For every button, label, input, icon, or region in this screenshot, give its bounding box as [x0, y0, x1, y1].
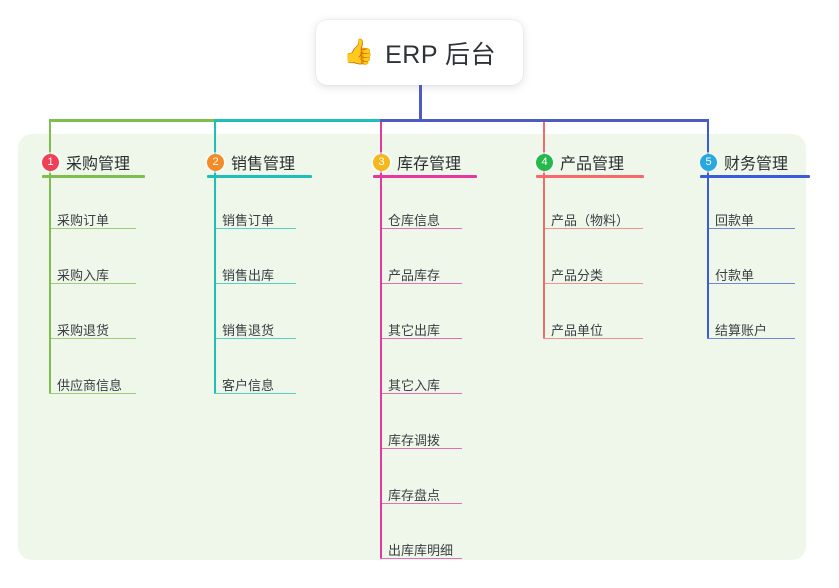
branch-item[interactable]: 其它出库: [388, 323, 441, 338]
branch-item[interactable]: 销售出库: [222, 268, 275, 283]
branch-item[interactable]: 出库库明细: [388, 543, 454, 558]
branch-header-2[interactable]: 2 销售管理: [207, 150, 295, 174]
branch-item-rule: [214, 393, 296, 395]
branch-spine-4: [543, 178, 545, 338]
branch-item-rule: [707, 283, 795, 285]
branch-drop-connector-2: [214, 119, 217, 177]
branch-item[interactable]: 库存盘点: [388, 488, 441, 503]
branch-item-rule: [49, 338, 136, 340]
branch-title-label: 产品管理: [560, 156, 625, 173]
branch-bus-segment-5: [707, 119, 710, 122]
branch-header-rule-1: [42, 175, 145, 178]
branch-item[interactable]: 采购入库: [57, 268, 110, 283]
branch-item[interactable]: 供应商信息: [57, 378, 123, 393]
branch-header-3[interactable]: 3 库存管理: [373, 150, 461, 174]
branch-item-rule: [49, 228, 136, 230]
branch-item-rule: [543, 283, 643, 285]
branch-item-rule: [707, 228, 795, 230]
branch-spine-1: [49, 178, 51, 393]
branch-item[interactable]: 其它入库: [388, 378, 441, 393]
branch-number-badge: 4: [536, 153, 553, 171]
branch-item[interactable]: 库存调拨: [388, 433, 441, 448]
branch-item-rule: [380, 558, 462, 560]
branch-item[interactable]: 仓库信息: [388, 213, 441, 228]
branch-item-rule: [380, 228, 462, 230]
branch-header-rule-4: [536, 175, 644, 178]
branch-item-rule: [214, 338, 296, 340]
branch-header-5[interactable]: 5 财务管理: [700, 150, 788, 174]
branch-item-rule: [543, 338, 643, 340]
branch-header-rule-2: [207, 175, 312, 178]
branch-header-4[interactable]: 4 产品管理: [536, 150, 624, 174]
thumbs-up-icon: 👍: [342, 38, 375, 66]
branch-spine-2: [214, 178, 216, 393]
branch-item-rule: [380, 448, 462, 450]
branch-item[interactable]: 客户信息: [222, 378, 275, 393]
branch-item[interactable]: 回款单: [715, 213, 755, 228]
branch-number-badge: 2: [207, 153, 224, 171]
branch-item-rule: [214, 228, 296, 230]
branch-item[interactable]: 付款单: [715, 268, 755, 283]
branch-drop-connector-1: [49, 119, 52, 177]
branch-item-rule: [49, 393, 136, 395]
branch-number-badge: 5: [700, 153, 717, 171]
branch-item-rule: [380, 283, 462, 285]
branch-number-badge: 1: [42, 153, 59, 171]
branch-title-label: 财务管理: [724, 156, 789, 173]
branch-item[interactable]: 产品库存: [388, 268, 441, 283]
branch-spine-3: [380, 178, 382, 558]
branch-header-rule-5: [700, 175, 810, 178]
branch-item[interactable]: 采购退货: [57, 323, 110, 338]
root-trunk-connector: [419, 85, 422, 122]
branch-item-rule: [49, 283, 136, 285]
branch-item[interactable]: 结算账户: [715, 323, 768, 338]
branch-drop-connector-5: [707, 119, 710, 177]
branch-drop-connector-3: [380, 119, 383, 177]
branch-item[interactable]: 采购订单: [57, 213, 110, 228]
branch-title-label: 库存管理: [397, 156, 462, 173]
branch-spine-5: [707, 178, 709, 338]
branch-header-rule-3: [373, 175, 477, 178]
branch-item-rule: [707, 338, 795, 340]
branch-title-label: 销售管理: [231, 156, 296, 173]
branch-item-rule: [380, 393, 462, 395]
branch-item[interactable]: 销售退货: [222, 323, 275, 338]
branch-item-rule: [543, 228, 643, 230]
branch-item-rule: [380, 503, 462, 505]
branch-bus-segment-2: [214, 119, 383, 122]
branch-item[interactable]: 产品分类: [551, 268, 604, 283]
branch-item-rule: [214, 283, 296, 285]
branch-header-1[interactable]: 1 采购管理: [42, 150, 130, 174]
root-node[interactable]: 👍 ERP 后台: [316, 20, 523, 85]
branch-item[interactable]: 产品单位: [551, 323, 604, 338]
branch-bus-segment-4: [543, 119, 710, 122]
branch-bus-segment-1: [49, 119, 217, 122]
branch-title-label: 采购管理: [66, 156, 131, 173]
branch-item[interactable]: 销售订单: [222, 213, 275, 228]
branch-item[interactable]: 产品（物料）: [551, 213, 630, 228]
root-node-label: ERP 后台: [385, 40, 497, 69]
branch-bus-segment-3: [380, 119, 546, 122]
branch-item-rule: [380, 338, 462, 340]
diagram-panel: [18, 134, 806, 560]
branch-drop-connector-4: [543, 119, 546, 177]
branch-number-badge: 3: [373, 153, 390, 171]
